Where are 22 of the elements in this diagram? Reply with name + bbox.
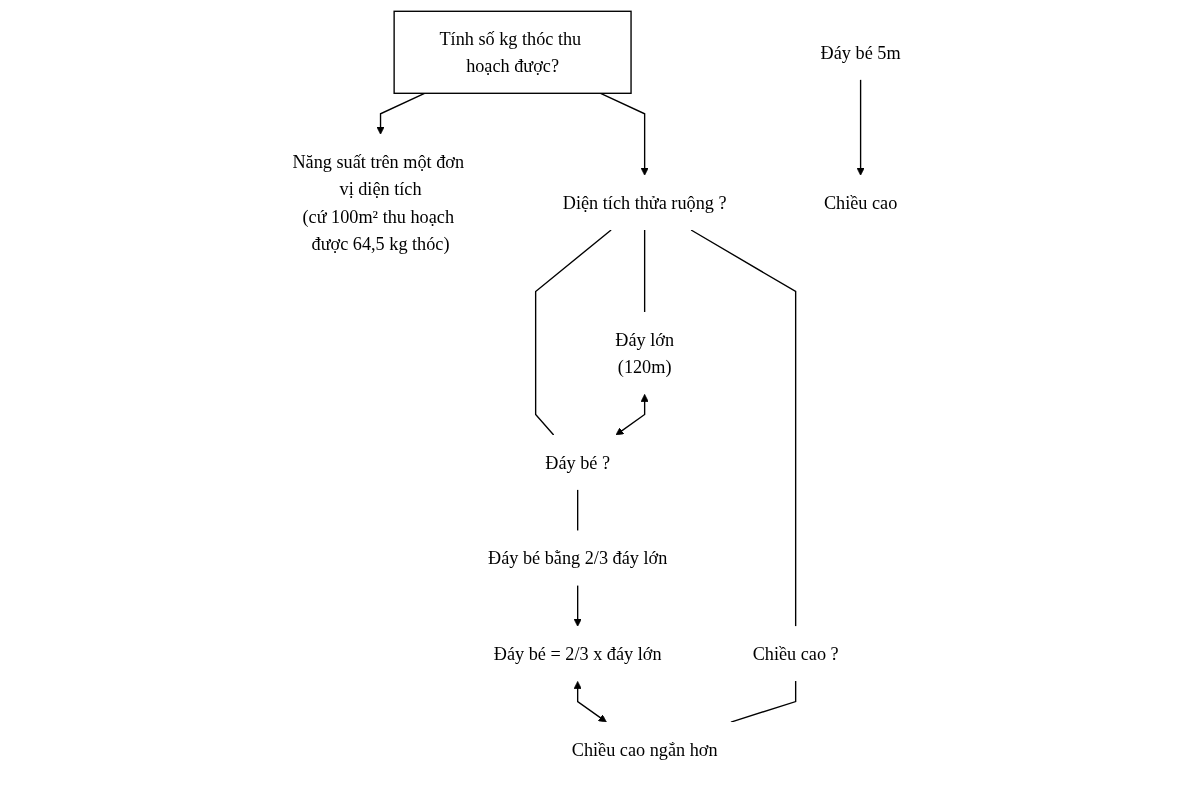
node-text: Đáy bé ?: [544, 451, 610, 472]
arrow: [599, 92, 649, 176]
node-box: Tính số kg thóc thu hoạch được?: [392, 10, 632, 94]
node-text: Đáy bé 5m: [820, 41, 901, 62]
node-text: Đáy bé = 2/3 x đáy lớn: [493, 643, 662, 664]
connector: [534, 228, 612, 436]
node-text: Diện tích thửa ruộng ?: [562, 192, 727, 213]
node-text: Năng suất trên một đơn vị diện tích (cứ 100m² thu hoạch được 64,5 kg thóc): [291, 151, 464, 254]
connector: [689, 228, 796, 627]
arrow: [376, 92, 425, 135]
node-text: Đáy bé bằng 2/3 đáy lớn: [487, 547, 667, 568]
arrow: [856, 78, 865, 176]
node-text: Chiều cao ?: [752, 643, 839, 664]
connector: [729, 679, 796, 723]
connector: [643, 228, 645, 313]
node-text: Đáy lớn (120m): [614, 328, 674, 377]
arrow: [615, 393, 649, 435]
node-text: Chiều cao ngắn hơn: [571, 738, 718, 759]
node-text: Chiều cao: [823, 192, 897, 213]
arrow: [573, 680, 607, 722]
connector: [576, 488, 578, 531]
arrow: [573, 584, 582, 627]
